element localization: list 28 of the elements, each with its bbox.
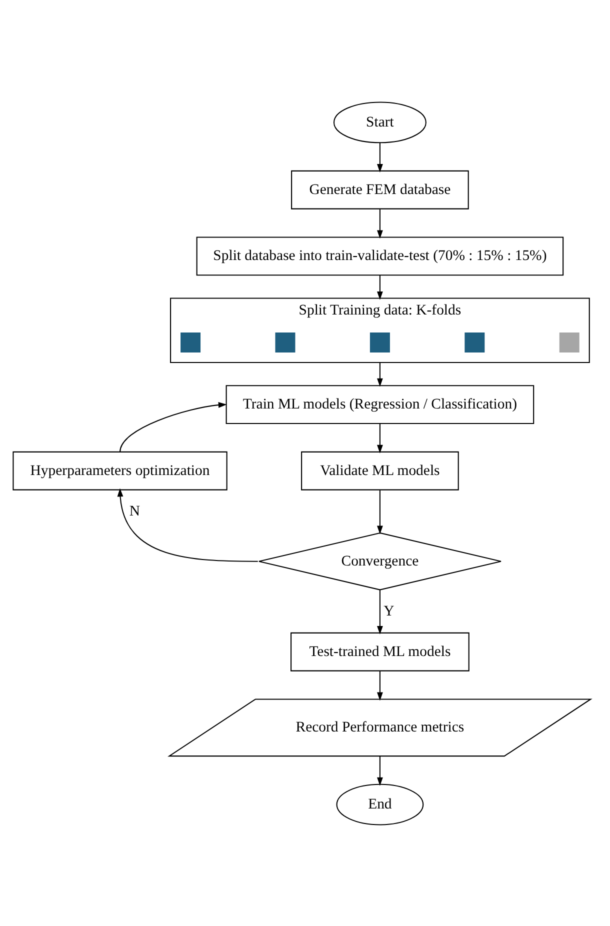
node-diamond: Convergence (258, 532, 501, 590)
node-box: Hyperparameters optimization (12, 450, 227, 490)
cluster: Split Training data: K-folds (170, 297, 590, 362)
node-box (180, 332, 200, 352)
arrow (376, 362, 382, 386)
edge-label: Y (383, 602, 394, 619)
node-box (274, 332, 295, 352)
arrow (116, 488, 258, 562)
edge-label: N (128, 502, 140, 519)
node-box: Test-trained ML models (290, 632, 469, 671)
node-box (464, 332, 484, 352)
arrow (376, 490, 382, 534)
arrow (376, 589, 382, 634)
node-ellipse: Start (332, 101, 426, 143)
arrow (376, 142, 382, 172)
arrow (376, 208, 382, 238)
node-box: Split database into train-validate-test (70% : 15% : 15%) (196, 236, 564, 276)
node-box: Validate ML models (300, 450, 458, 490)
node-box: Train ML models (Regression / Classification) (225, 384, 534, 424)
arrow (376, 670, 382, 700)
node-ellipse: End (336, 783, 424, 825)
arrow (119, 401, 226, 452)
node-box (369, 332, 390, 352)
node-box: Generate FEM database (290, 170, 468, 209)
node-box (558, 332, 579, 352)
arrow (376, 275, 382, 300)
arrow (376, 756, 382, 786)
arrow (376, 423, 382, 453)
